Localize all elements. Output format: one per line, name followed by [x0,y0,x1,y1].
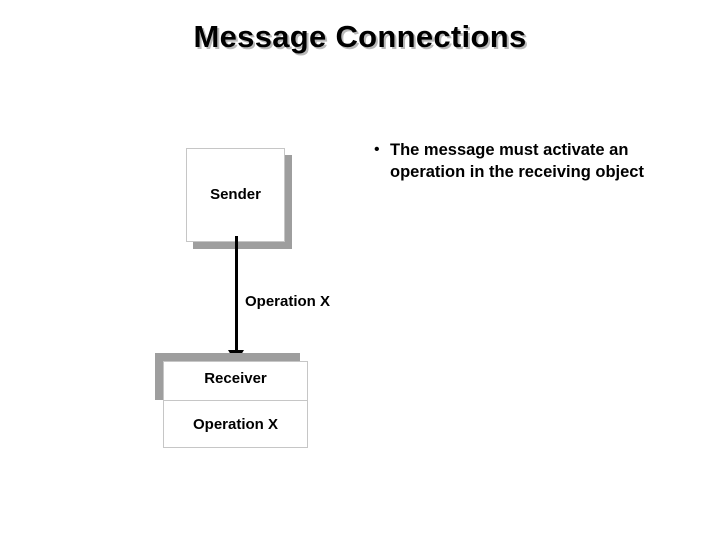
bullet-dot-icon: • [374,141,380,158]
receiver-name-compartment[interactable] [163,361,308,401]
sender-label: Sender [210,186,261,203]
list-item: • The message must activate an operation… [370,139,690,183]
receiver-label: Receiver [204,370,267,387]
bullet-text: The message must activate an operation i… [390,141,644,181]
page-title: Message Connections [193,19,527,54]
message-arrow-line [235,236,238,354]
receiver-operation-label: Operation X [192,416,278,433]
bullet-list: • The message must activate an operation… [370,139,690,183]
message-arrow-label: Operation X [245,293,331,310]
receiver-operation-compartment[interactable] [163,400,308,448]
